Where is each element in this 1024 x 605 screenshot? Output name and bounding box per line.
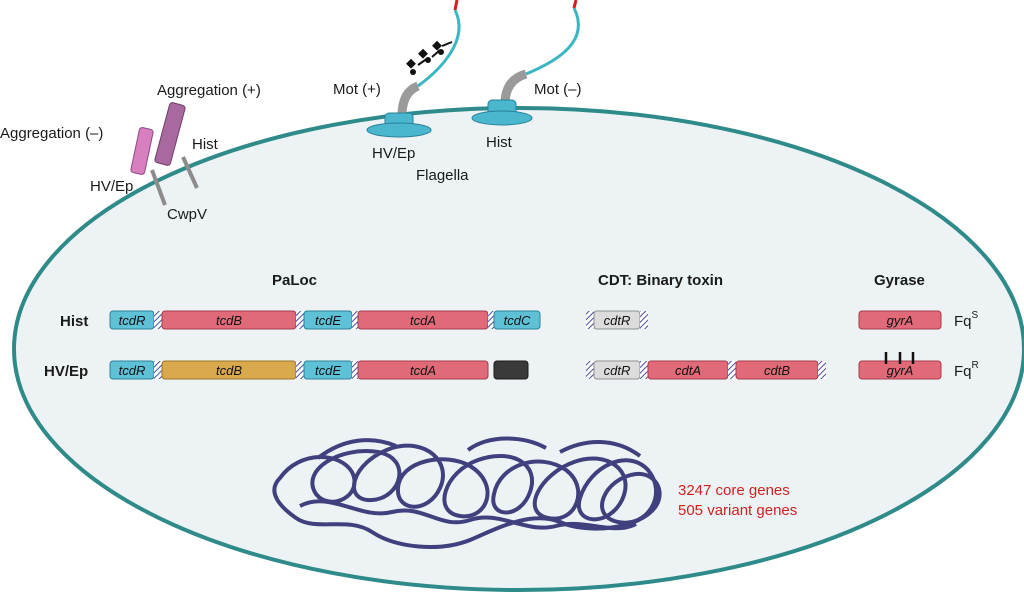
gene-label: tcdE (315, 313, 341, 328)
gene-label: tcdA (410, 313, 436, 328)
hist-cdt-genes: cdtR (586, 310, 648, 330)
gene-label: tcdR (119, 313, 146, 328)
core-genes-label: 3247 core genes (678, 482, 790, 499)
cwpv-stalk-hist (181, 156, 199, 189)
fq-resistant-label: FqR (954, 360, 979, 380)
hvep-gyrase: gyrA FqR (858, 352, 979, 380)
glycan-icon (406, 40, 453, 75)
gene-label: cdtB (764, 363, 790, 378)
label-motor-hvep: HV/Ep (372, 145, 415, 162)
spacer-bar (640, 361, 648, 379)
chromosome-icon-inner (299, 436, 642, 531)
section-cdt: CDT: Binary toxin (598, 272, 723, 289)
gene-label: cdtR (604, 363, 631, 378)
cwpv-hist-icon (154, 102, 186, 166)
motor-hist-icon (471, 99, 533, 126)
hist-paloc-genes: tcdR tcdB tcdE tcdA tcdC (109, 310, 541, 330)
flagellum-filament-hist (525, 7, 580, 76)
cell-body (12, 106, 1024, 592)
hvep-cdt-genes: cdtR cdtA cdtB (586, 360, 826, 380)
flagellum-tip-hist (572, 0, 578, 9)
label-mot-minus: Mot (–) (534, 81, 582, 98)
spacer-bar (728, 361, 736, 379)
label-cwpv: CwpV (167, 206, 207, 223)
label-motor-hist: Hist (486, 134, 513, 151)
spacer-bar (296, 311, 304, 329)
flagellum-hook-hvep (397, 81, 420, 117)
motor-hvep-icon (366, 112, 432, 138)
spacer-bar (586, 311, 594, 329)
gene-label: gyrA (887, 313, 914, 328)
hvep-paloc-genes: tcdR tcdB tcdE tcdA (109, 360, 529, 380)
section-gyrase: Gyrase (874, 272, 925, 289)
gene-bar-truncated (493, 360, 529, 380)
row-label-hist: Hist (60, 313, 88, 330)
spacer-bar (154, 311, 162, 329)
spacer-bar (352, 311, 358, 329)
gene-bar (858, 310, 942, 330)
flagellum-filament-hvep (417, 9, 461, 88)
gene-label: tcdE (315, 363, 341, 378)
spacer-bar (352, 361, 358, 379)
cwpv-group (130, 102, 199, 206)
hist-gyrase: gyrA FqS (858, 310, 979, 330)
label-mot-plus: Mot (+) (333, 81, 381, 98)
gene-label: cdtR (604, 313, 631, 328)
label-cwpv-hvep: HV/Ep (90, 178, 133, 195)
gene-label: tcdB (216, 313, 242, 328)
spacer-bar (154, 361, 162, 379)
gene-label: tcdR (119, 363, 146, 378)
flagellum-tip-hvep (453, 0, 459, 11)
spacer-bar (586, 361, 594, 379)
gene-label: tcdA (410, 363, 436, 378)
label-aggregation-plus: Aggregation (+) (157, 82, 261, 99)
variant-genes-label: 505 variant genes (678, 502, 797, 519)
label-flagella: Flagella (416, 167, 469, 184)
fq-sensitive-label: FqS (954, 310, 979, 330)
spacer-bar (818, 361, 826, 379)
label-cwpv-hist: Hist (192, 136, 219, 153)
cwpv-hvep-icon (130, 127, 154, 175)
spacer-bar (640, 311, 648, 329)
spacer-bar (488, 311, 494, 329)
label-aggregation-minus: Aggregation (–) (0, 125, 103, 142)
gene-bar (493, 310, 541, 330)
cwpv-stalk-hvep (150, 169, 167, 206)
gene-label: tcdB (216, 363, 242, 378)
gene-label: tcdC (504, 313, 531, 328)
gene-label: gyrA (887, 363, 914, 378)
spacer-bar (296, 361, 304, 379)
section-paloc: PaLoc (272, 272, 317, 289)
row-label-hvep: HV/Ep (44, 363, 88, 380)
gene-label: cdtA (675, 363, 701, 378)
gene-bar (357, 360, 489, 380)
